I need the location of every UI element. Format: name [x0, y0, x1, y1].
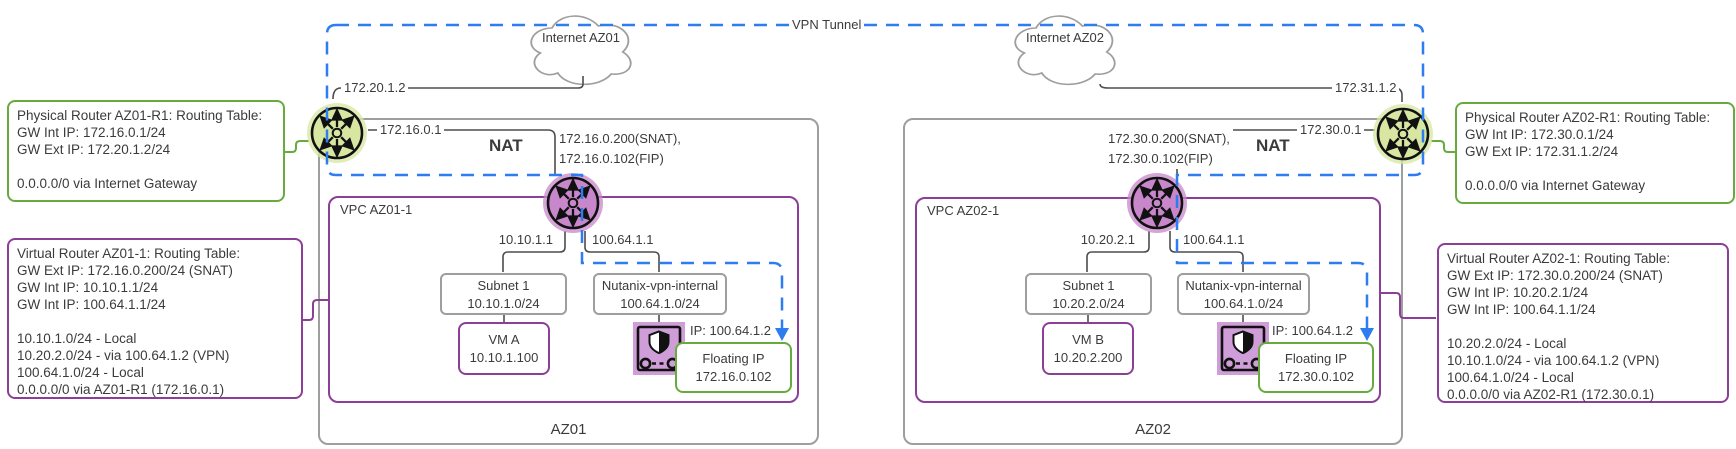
az02-router-int-ip-label: 172.30.0.1	[1297, 122, 1365, 137]
routing-table-line: Virtual Router AZ02-1: Routing Table:	[1447, 251, 1671, 266]
az01-subnet-gw-label: 10.10.1.1	[498, 232, 553, 247]
az02-floating-ip-name: Floating IP	[1284, 351, 1348, 366]
az01-floating-ip-box: Floating IP 172.16.0.102	[675, 342, 792, 393]
az01-router-int-ip-label: 172.16.0.1	[377, 122, 445, 137]
routing-table-line: GW Ext IP: 172.31.1.2/24	[1465, 144, 1619, 159]
az01-vpn-subnet-gw-label: 100.64.1.1	[592, 232, 654, 247]
az01-vm-ip: 10.10.1.100	[469, 350, 539, 365]
routing-table-line: GW Int IP: 100.64.1.1/24	[17, 297, 166, 312]
vpn-tunnel-label: VPN Tunnel	[789, 17, 865, 32]
routing-table-line: 10.20.2.0/24 - Local	[1447, 336, 1567, 351]
az01-vpn-subnet-name: Nutanix-vpn-internal	[601, 278, 719, 293]
internet-cloud-az02	[1014, 15, 1116, 86]
az01-physical-router-routing-table: Physical Router AZ01-R1: Routing Table: G…	[7, 100, 285, 202]
routing-table-line	[1447, 318, 1719, 335]
az01-fip-line: 172.16.0.102(FIP)	[559, 151, 664, 166]
routing-table-line: 100.64.1.0/24 - Local	[17, 365, 144, 380]
az01-snat-fip-label: 172.16.0.200(SNAT), 172.16.0.102(FIP)	[556, 129, 684, 169]
az01-vm-a-box: VM A 10.10.1.100	[458, 322, 550, 375]
routing-table-line: 0.0.0.0/0 via Internet Gateway	[1465, 178, 1646, 193]
az02-vpn-subnet-cidr: 100.64.1.0/24	[1203, 296, 1284, 311]
az01-vpc-label: VPC AZ01-1	[340, 202, 413, 217]
routing-table-line	[17, 158, 275, 175]
routing-table-line	[17, 313, 293, 330]
internet-cloud-az01	[530, 15, 632, 86]
az02-physical-table-connector	[1431, 140, 1455, 153]
routing-table-line: GW Int IP: 10.20.2.1/24	[1447, 285, 1589, 300]
az01-snat-line: 172.16.0.200(SNAT),	[559, 131, 681, 146]
az01-vm-name: VM A	[488, 332, 520, 347]
az02-fip-line: 172.30.0.102(FIP)	[1108, 151, 1213, 166]
az01-floating-ip-addr: 172.16.0.102	[695, 369, 772, 384]
az02-vpn-internal-subnet-box: Nutanix-vpn-internal 100.64.1.0/24	[1177, 273, 1310, 315]
az01-vpn-internal-subnet-box: Nutanix-vpn-internal 100.64.1.0/24	[593, 273, 727, 315]
az02-vpc-label: VPC AZ02-1	[927, 203, 1000, 218]
az02-subnet1-box: Subnet 1 10.20.2.0/24	[1025, 273, 1152, 315]
az01-subnet1-cidr: 10.10.1.0/24	[467, 296, 540, 311]
az01-vpn-subnet-cidr: 100.64.1.0/24	[620, 296, 700, 311]
az02-vm-name: VM B	[1072, 332, 1104, 347]
az02-floating-ip-box: Floating IP 172.30.0.102	[1258, 342, 1374, 393]
az01-router-ext-ip-label: 172.20.1.2	[341, 80, 409, 95]
routing-table-line: 10.20.2.0/24 - via 100.64.1.2 (VPN)	[17, 348, 230, 363]
routing-table-line: GW Ext IP: 172.20.1.2/24	[17, 142, 171, 157]
az01-subnet1-box: Subnet 1 10.10.1.0/24	[440, 273, 567, 315]
az01-nat-label: NAT	[489, 136, 523, 155]
routing-table-line	[1465, 160, 1725, 177]
az02-subnet1-name: Subnet 1	[1062, 278, 1115, 293]
routing-table-line: GW Int IP: 100.64.1.1/24	[1447, 302, 1596, 317]
az02-router-ext-ip-label: 172.31.1.2	[1332, 80, 1400, 95]
routing-table-line: GW Int IP: 10.10.1.1/24	[17, 280, 159, 295]
az02-cloud-label: Internet AZ02	[1025, 30, 1105, 45]
az01-label: AZ01	[550, 421, 587, 438]
routing-table-line: 100.64.1.0/24 - Local	[1447, 370, 1574, 385]
az01-virtual-router-routing-table: Virtual Router AZ01-1: Routing Table: GW …	[7, 238, 303, 399]
routing-table-line: 10.10.1.0/24 - via 100.64.1.2 (VPN)	[1447, 353, 1660, 368]
routing-table-line: GW Ext IP: 172.30.0.200/24 (SNAT)	[1447, 268, 1663, 283]
az01-physical-table-connector	[285, 140, 309, 153]
az01-subnet1-name: Subnet 1	[477, 278, 530, 293]
az02-label: AZ02	[1135, 421, 1171, 438]
routing-table-line: 0.0.0.0/0 via AZ01-R1 (172.16.0.1)	[17, 382, 225, 397]
az01-vpn-gw-ip-label: IP: 100.64.1.2	[690, 323, 771, 338]
routing-table-line: GW Ext IP: 172.16.0.200/24 (SNAT)	[17, 263, 233, 278]
routing-table-line: GW Int IP: 172.30.0.1/24	[1465, 127, 1614, 142]
routing-table-line: Physical Router AZ02-R1: Routing Table:	[1465, 110, 1711, 125]
az01-floating-ip-name: Floating IP	[702, 351, 765, 366]
az02-floating-ip-addr: 172.30.0.102	[1278, 369, 1354, 384]
az02-vpn-subnet-name: Nutanix-vpn-internal	[1185, 278, 1302, 293]
routing-table-line: Virtual Router AZ01-1: Routing Table:	[17, 246, 241, 261]
az02-subnet1-cidr: 10.20.2.0/24	[1052, 296, 1125, 311]
az02-vm-ip: 10.20.2.200	[1053, 350, 1123, 365]
az02-virtual-router-routing-table: Virtual Router AZ02-1: Routing Table: GW …	[1437, 243, 1729, 403]
az02-vm-b-box: VM B 10.20.2.200	[1042, 322, 1134, 375]
routing-table-line: Physical Router AZ01-R1: Routing Table:	[17, 108, 263, 123]
az02-snat-fip-label: 172.30.0.200(SNAT), 172.30.0.102(FIP)	[1105, 129, 1233, 169]
az01-cloud-label: Internet AZ01	[541, 30, 621, 45]
az02-subnet-gw-label: 10.20.2.1	[1080, 232, 1135, 247]
az02-vpn-subnet-gw-label: 100.64.1.1	[1183, 232, 1245, 247]
routing-table-line: 10.10.1.0/24 - Local	[17, 331, 137, 346]
routing-table-line: 0.0.0.0/0 via Internet Gateway	[17, 176, 198, 191]
az02-physical-router-routing-table: Physical Router AZ02-R1: Routing Table: G…	[1455, 102, 1735, 204]
routing-table-line: GW Int IP: 172.16.0.1/24	[17, 125, 166, 140]
routing-table-line: 0.0.0.0/0 via AZ02-R1 (172.30.0.1)	[1447, 387, 1655, 402]
az02-snat-line: 172.30.0.200(SNAT),	[1108, 131, 1230, 146]
az02-vpn-gw-ip-label: IP: 100.64.1.2	[1272, 323, 1353, 338]
az02-nat-label: NAT	[1256, 136, 1290, 155]
